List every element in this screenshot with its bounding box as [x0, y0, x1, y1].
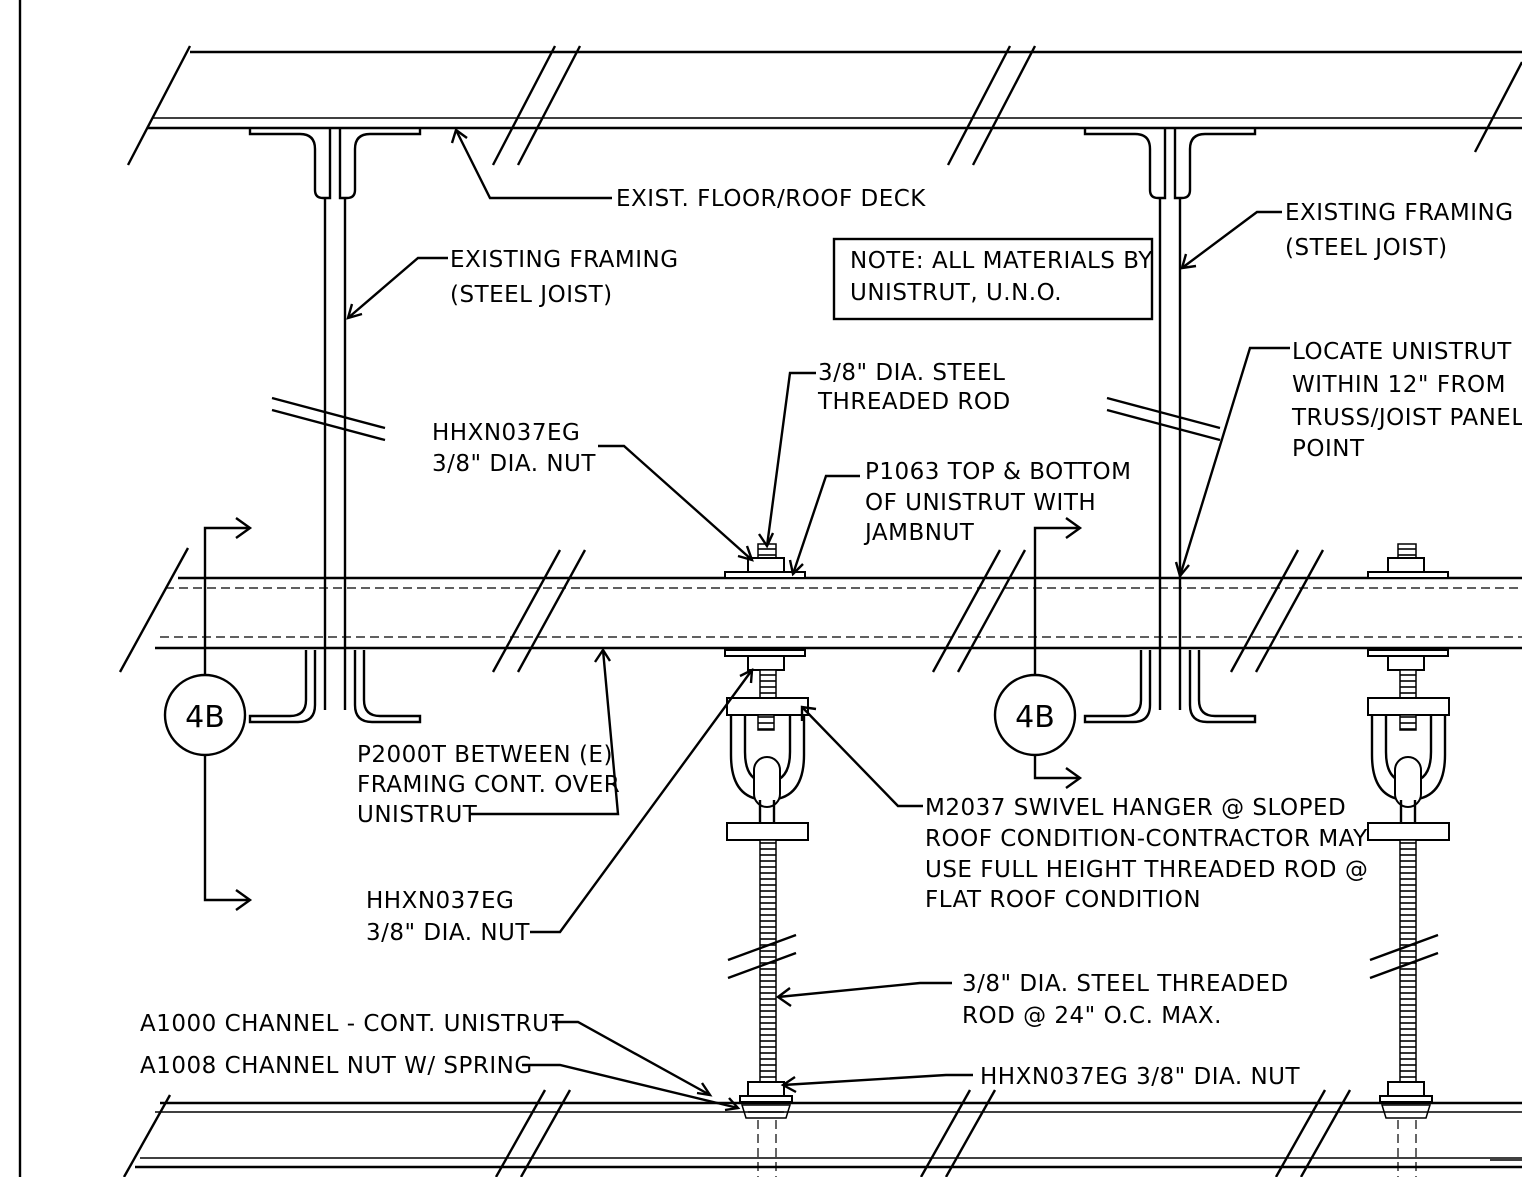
note-line-2: UNISTRUT, U.N.O. [850, 280, 1062, 306]
label-p2000-3: UNISTRUT [357, 802, 478, 828]
label-rod-top-2: THREADED ROD [817, 389, 1011, 415]
label-m2037-4: FLAT ROOF CONDITION [925, 887, 1201, 913]
label-framing-left-2: (STEEL JOIST) [450, 282, 613, 308]
label-p1063-2: OF UNISTRUT WITH [865, 490, 1096, 516]
label-rod-bottom-1: 3/8" DIA. STEEL THREADED [962, 971, 1289, 997]
label-locate-2: WITHIN 12" FROM [1292, 372, 1506, 398]
joist-bottom-chord-left [248, 650, 422, 724]
label-framing-left-1: EXISTING FRAMING [450, 247, 679, 273]
label-p2000-2: FRAMING CONT. OVER [357, 772, 620, 798]
label-framing-right-2: (STEEL JOIST) [1285, 235, 1448, 261]
label-nut-bottom: HHXN037EG 3/8" DIA. NUT [980, 1064, 1301, 1090]
label-m2037-3: USE FULL HEIGHT THREADED ROD @ [925, 857, 1368, 883]
label-nut-top-1: HHXN037EG [432, 420, 580, 446]
label-m2037-1: M2037 SWIVEL HANGER @ SLOPED [925, 795, 1346, 821]
floor-roof-deck [126, 45, 1522, 166]
section-tag-left: 4B [185, 700, 225, 735]
label-p2000-1: P2000T BETWEEN (E) [357, 742, 613, 768]
joist-bottom-chord-right [1083, 650, 1257, 724]
label-nut-top-2: 3/8" DIA. NUT [432, 451, 596, 477]
hanger-assembly-right [1367, 543, 1450, 1177]
label-framing-right-1: EXISTING FRAMING [1285, 200, 1514, 226]
joist-web-left [271, 198, 386, 710]
joist-top-chord-left [248, 128, 422, 200]
hanger-assembly-center [724, 543, 809, 1177]
label-m2037-2: ROOF CONDITION-CONTRACTOR MAY [925, 826, 1368, 852]
label-locate-4: POINT [1292, 436, 1365, 462]
label-p1063-1: P1063 TOP & BOTTOM [865, 459, 1131, 485]
leader-lines [346, 128, 1290, 1112]
note-box [832, 237, 1154, 321]
label-rod-bottom-2: ROD @ 24" O.C. MAX. [962, 1003, 1222, 1029]
p2000t-strut [118, 547, 1522, 673]
joist-top-chord-right [1083, 128, 1257, 200]
section-tag-right: 4B [1015, 700, 1055, 735]
label-a1000: A1000 CHANNEL - CONT. UNISTRUT [140, 1011, 564, 1037]
label-locate-1: LOCATE UNISTRUT [1292, 339, 1512, 365]
section-marker-left [163, 517, 253, 911]
section-marker-right [993, 517, 1083, 789]
label-deck: EXIST. FLOOR/ROOF DECK [616, 186, 926, 212]
joist-web-right [1106, 198, 1221, 710]
label-nut-mid-2: 3/8" DIA. NUT [366, 920, 530, 946]
label-locate-3: TRUSS/JOIST PANEL [1291, 405, 1522, 431]
label-nut-mid-1: HHXN037EG [366, 888, 514, 914]
label-rod-top-1: 3/8" DIA. STEEL [818, 360, 1005, 386]
note-line-1: NOTE: ALL MATERIALS BY [850, 248, 1153, 274]
a1000-channel [122, 1089, 1522, 1177]
label-p1063-3: JAMBNUT [863, 520, 975, 546]
label-a1008: A1008 CHANNEL NUT W/ SPRING [140, 1053, 533, 1079]
